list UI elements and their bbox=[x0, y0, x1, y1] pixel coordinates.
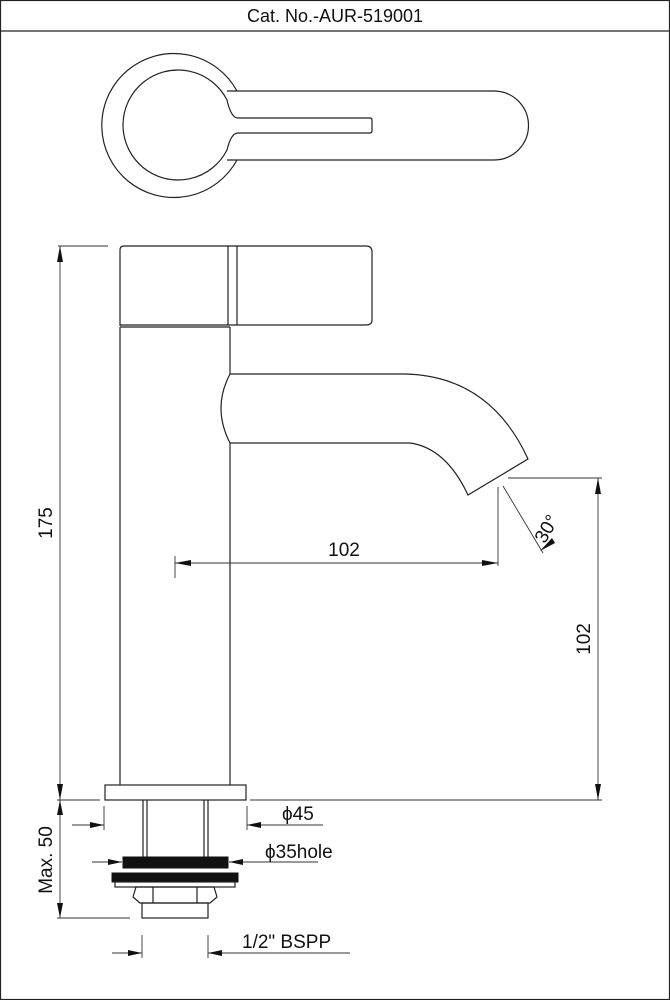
fiber-washer bbox=[111, 872, 239, 883]
dimension-hole-35: ϕ35hole bbox=[92, 842, 333, 865]
dimension-angle-30: 30° bbox=[502, 485, 564, 554]
dimension-label-hole: ϕ35hole bbox=[265, 842, 333, 863]
dimension-max-50: Max. 50 bbox=[36, 800, 130, 919]
dimension-175: 175 bbox=[36, 245, 108, 800]
metal-plate bbox=[114, 881, 236, 888]
faucet-body bbox=[119, 327, 231, 785]
dimension-label-thread: 1/2" BSPP bbox=[242, 932, 331, 953]
angle-line bbox=[502, 485, 544, 554]
thread-tail bbox=[141, 902, 209, 919]
spout bbox=[220, 373, 529, 496]
arrowheads bbox=[90, 822, 261, 828]
outer-ring bbox=[101, 52, 238, 199]
dimension-reach-102: 102 bbox=[174, 487, 499, 578]
arrowhead bbox=[540, 538, 555, 551]
dimension-label-height: 102 bbox=[574, 623, 595, 655]
inner-ring-and-slot bbox=[122, 69, 373, 181]
lock-nut bbox=[132, 886, 218, 904]
side-view bbox=[104, 245, 529, 919]
dimension-base-45: ϕ45 bbox=[72, 804, 323, 830]
mounting-shank bbox=[142, 800, 209, 857]
dimension-thread: 1/2" BSPP bbox=[112, 932, 350, 958]
base-flange bbox=[104, 784, 247, 801]
dimension-label-max: Max. 50 bbox=[36, 826, 57, 894]
dimension-label-base: ϕ45 bbox=[282, 804, 314, 825]
rubber-washer bbox=[122, 856, 229, 869]
dimension-label-reach: 102 bbox=[328, 540, 360, 561]
catalog-number-title: Cat. No.-AUR-519001 bbox=[247, 6, 423, 26]
handle-body bbox=[119, 245, 373, 326]
handle-lever-outline bbox=[227, 90, 530, 161]
top-view bbox=[101, 52, 530, 199]
dimension-label-175: 175 bbox=[36, 507, 57, 539]
dimension-height-102: 102 bbox=[57, 477, 602, 801]
